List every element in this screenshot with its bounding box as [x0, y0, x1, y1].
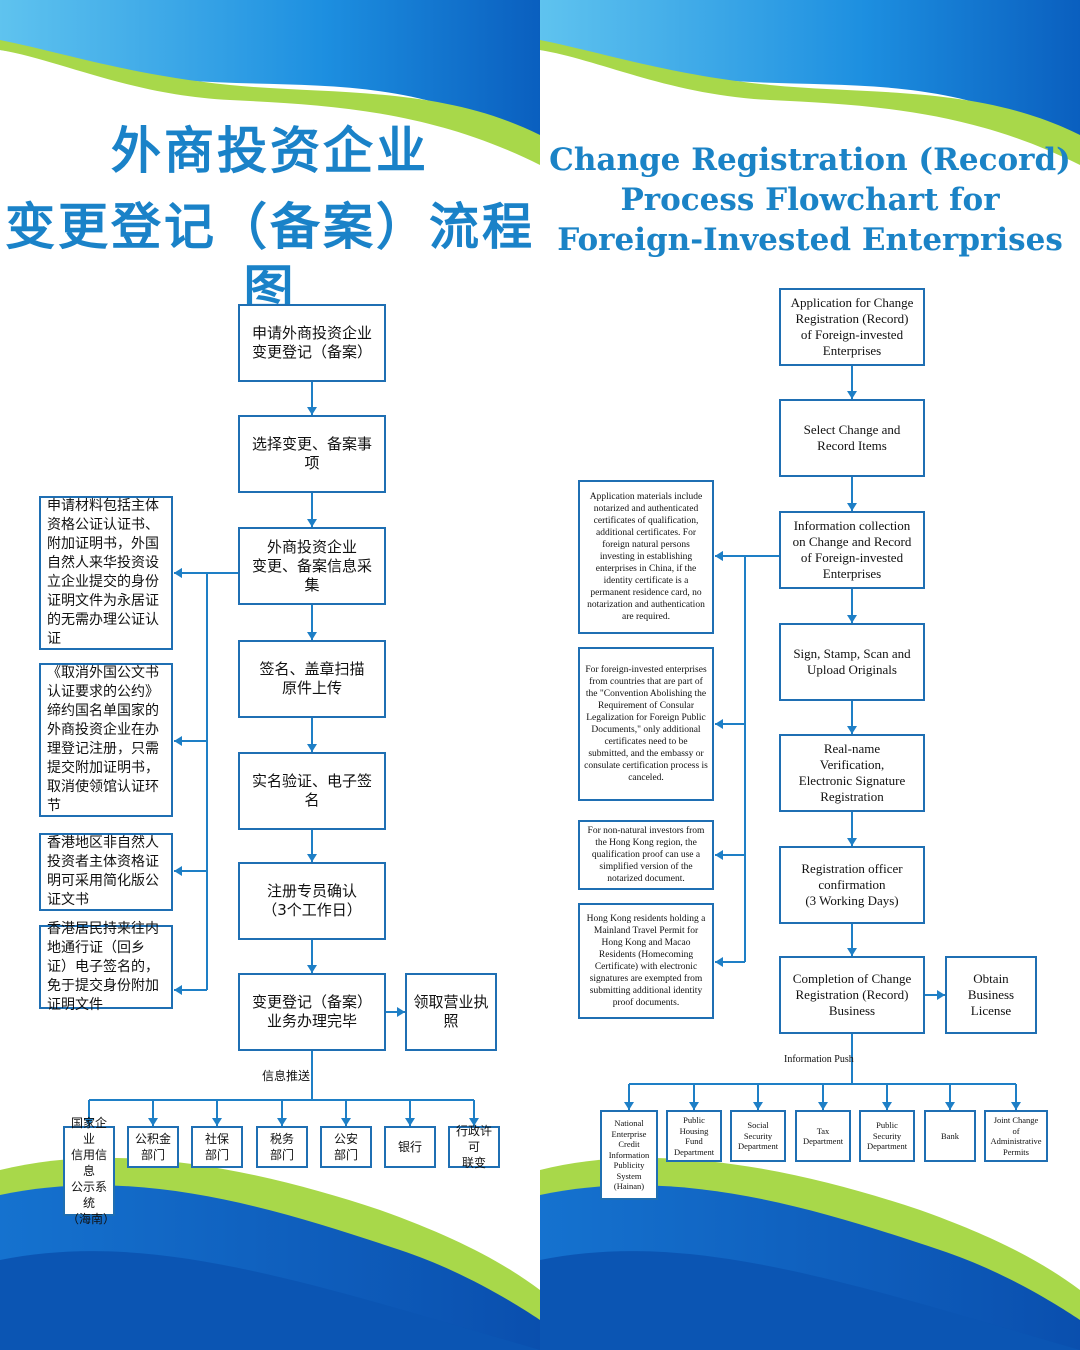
note-hongkong-investors: For non-natural investors from the Hong … — [578, 820, 714, 890]
arrowhead — [689, 1102, 699, 1110]
arrowhead — [307, 632, 317, 640]
arrowhead — [307, 965, 317, 973]
dept-social-security: Social Security Department — [730, 1110, 786, 1162]
title-line-2: 变更登记（备案）流程图 — [5, 197, 535, 318]
step-sign-upload: Sign, Stamp, Scan and Upload Originals — [779, 623, 925, 701]
title-line-1: Change Registration (Record) — [549, 142, 1071, 178]
step-select-items: Select Change and Record Items — [779, 399, 925, 477]
obtain-license: 领取营业执照 — [405, 973, 497, 1051]
step-verification: 实名验证、电子签名 — [238, 752, 386, 830]
arrowhead — [937, 990, 945, 1000]
arrowhead — [1011, 1102, 1021, 1110]
dept-tax: 税务 部门 — [256, 1126, 308, 1168]
note-materials: Application materials include notarized … — [578, 480, 714, 634]
note-convention: For foreign-invested enterprises from co… — [578, 647, 714, 801]
title-line-3: Foreign-Invested Enterprises — [557, 222, 1063, 258]
arrowhead — [174, 866, 182, 876]
arrowhead — [715, 551, 723, 561]
arrowhead — [847, 838, 857, 846]
arrowhead — [882, 1102, 892, 1110]
wave-decoration — [540, 0, 1080, 1350]
step-select-items: 选择变更、备案事项 — [238, 415, 386, 493]
note-materials: 申请材料包括主体资格公证认证书、附加证明书，外国自然人来华投资设立企业提交的身份… — [39, 496, 173, 650]
arrowhead — [174, 985, 182, 995]
dept-housing-fund: Public Housing Fund Department — [666, 1110, 722, 1162]
flow-connectors — [84, 382, 479, 1126]
wave-decoration — [0, 0, 540, 1350]
step-info-collection: Information collection on Change and Rec… — [779, 511, 925, 589]
arrowhead — [469, 1118, 479, 1126]
dept-bank: Bank — [924, 1110, 976, 1162]
arrowhead — [847, 391, 857, 399]
arrowhead — [307, 744, 317, 752]
dept-public-security: 公安 部门 — [320, 1126, 372, 1168]
step-complete: Completion of Change Registration (Recor… — [779, 956, 925, 1034]
chinese-panel: 外商投资企业 变更登记（备案）流程图 申请外商投资企业 变更登记（备案） 选择变… — [0, 0, 540, 1350]
arrowhead — [715, 719, 723, 729]
note-hongkong-residents: 香港居民持来往内地通行证（回乡证）电子签名的，免于提交身份附加证明文件 — [39, 921, 173, 1013]
dept-credit-system: National Enterprise Credit Information P… — [600, 1110, 658, 1200]
step-officer-confirm: Registration officer confirmation (3 Wor… — [779, 846, 925, 924]
arrowhead — [715, 850, 723, 860]
arrowhead — [397, 1007, 405, 1017]
step-complete: 变更登记（备案） 业务办理完毕 — [238, 973, 386, 1051]
arrowhead — [148, 1118, 158, 1126]
arrowhead — [277, 1118, 287, 1126]
arrowhead — [84, 1118, 94, 1126]
step-info-collection: 外商投资企业 变更、备案信息采集 — [238, 527, 386, 605]
arrowhead — [624, 1102, 634, 1110]
arrowhead — [341, 1118, 351, 1126]
note-convention: 《取消外国公文书认证要求的公约》缔约国名单国家的外商投资企业在办理登记注册，只需… — [39, 663, 173, 817]
dept-credit-system: 国家企业 信用信息 公示系统 （海南） — [63, 1116, 115, 1226]
dept-housing-fund: 公积金 部门 — [127, 1126, 179, 1168]
arrowhead — [307, 519, 317, 527]
step-sign-upload: 签名、盖章扫描 原件上传 — [238, 640, 386, 718]
dept-admin-permits: 行政许可 联变 — [448, 1124, 500, 1170]
flow-connectors — [624, 366, 1021, 1110]
step-apply: 申请外商投资企业 变更登记（备案） — [238, 304, 386, 382]
info-push-label: Information Push — [784, 1054, 854, 1065]
arrowhead — [847, 615, 857, 623]
dept-bank: 银行 — [384, 1126, 436, 1168]
arrowhead — [847, 948, 857, 956]
english-panel: Change Registration (Record) Process Flo… — [540, 0, 1080, 1350]
arrowhead — [753, 1102, 763, 1110]
title-line-1: 外商投资企业 — [111, 121, 429, 180]
obtain-license: Obtain Business License — [945, 956, 1037, 1034]
dept-admin-permits: Joint Change of Administrative Permits — [984, 1110, 1048, 1162]
arrowhead — [945, 1102, 955, 1110]
arrowhead — [847, 726, 857, 734]
arrowhead — [174, 568, 182, 578]
step-apply: Application for Change Registration (Rec… — [779, 288, 925, 366]
dept-social-security: 社保 部门 — [191, 1126, 243, 1168]
arrowhead — [212, 1118, 222, 1126]
dept-tax: Tax Department — [795, 1110, 851, 1162]
arrowhead — [405, 1118, 415, 1126]
step-officer-confirm: 注册专员确认 （3个工作日） — [238, 862, 386, 940]
info-push-label: 信息推送 — [262, 1069, 311, 1083]
arrowhead — [174, 736, 182, 746]
arrowhead — [715, 957, 723, 967]
note-hongkong-residents: Hong Kong residents holding a Mainland T… — [578, 903, 714, 1019]
arrowhead — [307, 854, 317, 862]
title-line-2: Process Flowchart for — [620, 182, 1000, 218]
step-verification: Real-name Verification, Electronic Signa… — [779, 734, 925, 812]
arrowhead — [847, 503, 857, 511]
arrowhead — [307, 407, 317, 415]
dept-public-security: Public Security Department — [859, 1110, 915, 1162]
note-hongkong-investors: 香港地区非自然人投资者主体资格证明可采用简化版公证文书 — [39, 833, 173, 911]
arrowhead — [818, 1102, 828, 1110]
